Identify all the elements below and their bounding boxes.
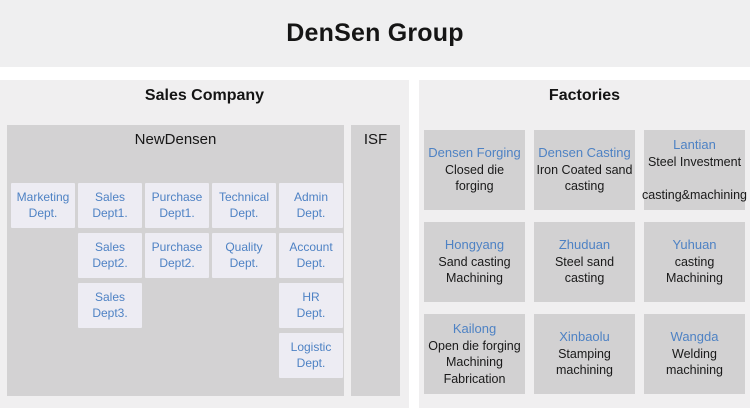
factory-card-densen-forging: Densen Forging Closed die forging	[424, 130, 525, 210]
dept-box-sales1: Sales Dept1.	[78, 183, 142, 228]
department-grid: Marketing Dept. Sales Dept1. Purchase De…	[11, 183, 343, 378]
dept-box-quality: Quality Dept.	[212, 233, 276, 278]
sales-company-title: Sales Company	[144, 87, 265, 104]
dept-box-account: Account Dept.	[279, 233, 343, 278]
factory-desc: Iron Coated sand casting	[536, 163, 633, 194]
dept-box-sales3: Sales Dept3.	[78, 283, 142, 328]
dept-box-hr: HR Dept.	[279, 283, 343, 328]
factory-card-lantian: Lantian Steel Investment casting&machini…	[642, 130, 747, 210]
factory-name: Hongyang	[444, 237, 505, 253]
factory-name: Densen Casting	[538, 145, 631, 161]
dept-box-admin: Admin Dept.	[279, 183, 343, 228]
dept-box-purchase2: Purchase Dept2.	[145, 233, 209, 278]
isf-label: ISF	[363, 131, 388, 148]
sales-company-panel: Sales Company NewDensen Marketing Dept. …	[0, 80, 409, 408]
dept-box-technical: Technical Dept.	[212, 183, 276, 228]
newdensen-label: NewDensen	[134, 131, 217, 148]
factories-panel: Factories Densen Forging Closed die forg…	[419, 80, 750, 408]
factory-name: Zhuduan	[558, 237, 611, 253]
factory-name: Wangda	[670, 329, 719, 345]
isf-box: ISF	[351, 125, 400, 396]
newdensen-group-box: NewDensen Marketing Dept. Sales Dept1. P…	[7, 125, 344, 396]
factory-card-kailong: Kailong Open die forging Machining Fabri…	[424, 314, 525, 394]
factory-card-hongyang: Hongyang Sand casting Machining	[424, 222, 525, 302]
dept-box-purchase1: Purchase Dept1.	[145, 183, 209, 228]
factory-card-zhuduan: Zhuduan Steel sand casting	[534, 222, 635, 302]
dept-box-logistic: Logistic Dept.	[279, 333, 343, 378]
factory-desc: Welding machining	[666, 347, 723, 378]
factory-desc: Steel Investment casting&machining	[642, 155, 747, 202]
factory-card-densen-casting: Densen Casting Iron Coated sand casting	[534, 130, 635, 210]
dept-box-marketing: Marketing Dept.	[11, 183, 75, 228]
factory-name: Kailong	[452, 321, 497, 337]
factory-desc: Sand casting Machining	[438, 255, 511, 286]
factories-title: Factories	[548, 87, 621, 104]
factory-grid: Densen Forging Closed die forging Densen…	[424, 130, 747, 394]
factory-card-yuhuan: Yuhuan casting Machining	[644, 222, 745, 302]
factory-desc: Open die forging Machining Fabrication	[428, 339, 521, 386]
factory-name: Xinbaolu	[559, 329, 610, 345]
factory-desc: Steel sand casting	[554, 255, 615, 286]
factory-name: Yuhuan	[672, 237, 717, 253]
factory-desc: Closed die forging	[444, 163, 505, 194]
factory-desc: Stamping machining	[556, 347, 613, 378]
factory-card-wangda: Wangda Welding machining	[644, 314, 745, 394]
factory-card-xinbaolu: Xinbaolu Stamping machining	[534, 314, 635, 394]
page-title: DenSen Group	[286, 19, 464, 47]
factory-desc: casting Machining	[666, 255, 723, 286]
page-header: DenSen Group	[0, 0, 750, 67]
factory-name: Densen Forging	[428, 145, 521, 161]
dept-box-sales2: Sales Dept2.	[78, 233, 142, 278]
factory-name: Lantian	[673, 137, 716, 153]
